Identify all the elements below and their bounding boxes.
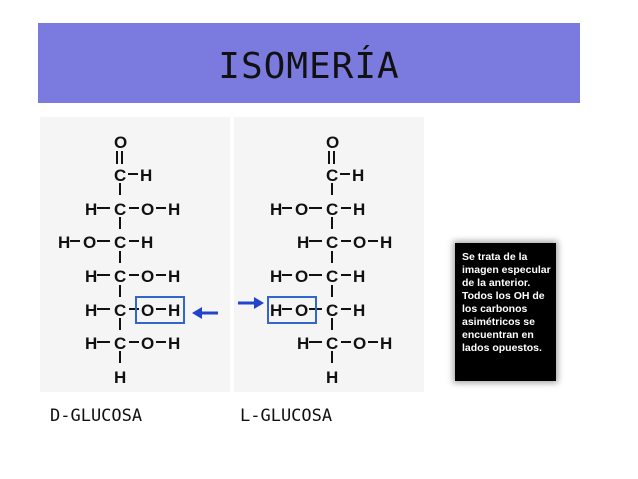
atom: H xyxy=(297,334,309,353)
note-line: Todos los OH de xyxy=(462,290,545,302)
title-bar: ISOMERÍA xyxy=(38,23,580,103)
atom: H xyxy=(270,267,282,286)
atom: H xyxy=(168,267,180,286)
note-line: imagen especular xyxy=(462,264,551,276)
d-glucose-svg: O C H H O C H H O C H H C O H H C O H H … xyxy=(58,133,218,387)
atom: H xyxy=(85,267,97,286)
atom: C xyxy=(114,233,126,252)
d-glucose-caption: D-GLUCOSA xyxy=(50,406,143,426)
atom: H xyxy=(353,200,365,219)
atom: C xyxy=(326,166,338,185)
atom: H xyxy=(380,233,392,252)
note-box: Se trata de la imagen especular de la an… xyxy=(455,243,556,381)
atom: H xyxy=(352,166,364,185)
atom: H xyxy=(297,233,309,252)
l-glucose-svg: O C H H O C H H C O H H O C H H O C H H … xyxy=(238,133,392,387)
note-line: lados opuestos. xyxy=(462,342,542,354)
atom: H xyxy=(141,233,153,252)
atom: O xyxy=(83,233,96,252)
atom: O xyxy=(141,267,154,286)
note-line: de la anterior. xyxy=(462,277,531,289)
atom: O xyxy=(295,267,308,286)
atom: H xyxy=(168,200,180,219)
atom: O xyxy=(141,301,154,320)
slide-title: ISOMERÍA xyxy=(218,45,400,87)
atom: H xyxy=(270,200,282,219)
atom: C xyxy=(326,233,338,252)
atom: H xyxy=(85,334,97,353)
atom: O xyxy=(114,133,127,152)
atom: H xyxy=(353,267,365,286)
atom: O xyxy=(295,301,308,320)
atom: O xyxy=(141,200,154,219)
atom: H xyxy=(58,233,70,252)
l-glucose-structure: O C H H O C H H C O H H O C H H O C H H … xyxy=(234,117,424,392)
atom: O xyxy=(295,200,308,219)
atom: C xyxy=(114,334,126,353)
atom: H xyxy=(380,334,392,353)
d-highlight-box xyxy=(135,296,185,324)
atom: H xyxy=(168,334,180,353)
note-text: Se trata de la imagen especular de la an… xyxy=(462,251,566,355)
atom: O xyxy=(353,334,366,353)
atom: H xyxy=(326,368,338,387)
l-glucose-caption: L-GLUCOSA xyxy=(240,406,333,426)
atom: H xyxy=(85,200,97,219)
atom: C xyxy=(326,267,338,286)
atom: O xyxy=(353,233,366,252)
atom: C xyxy=(114,267,126,286)
note-line: encuentran en xyxy=(462,329,534,341)
atom: H xyxy=(114,368,126,387)
note-line: asimétricos se xyxy=(462,316,535,328)
atom: H xyxy=(270,301,282,320)
atom: C xyxy=(114,166,126,185)
atom: H xyxy=(140,166,152,185)
atom: C xyxy=(114,200,126,219)
atom: C xyxy=(326,301,338,320)
atom: C xyxy=(326,334,338,353)
left-arrow-icon xyxy=(192,307,202,319)
atom: O xyxy=(326,133,339,152)
atom: H xyxy=(168,301,180,320)
atom: O xyxy=(141,334,154,353)
atom: C xyxy=(326,200,338,219)
atom: C xyxy=(114,301,126,320)
d-glucose-structure: O C H H O C H H O C H H C O H H C O H H … xyxy=(40,117,230,392)
l-highlight-box xyxy=(267,296,317,324)
note-line: Se trata de la xyxy=(462,251,528,263)
atom: H xyxy=(85,301,97,320)
atom: H xyxy=(353,301,365,320)
right-arrow-icon xyxy=(254,297,264,309)
note-line: los carbonos xyxy=(462,303,528,315)
